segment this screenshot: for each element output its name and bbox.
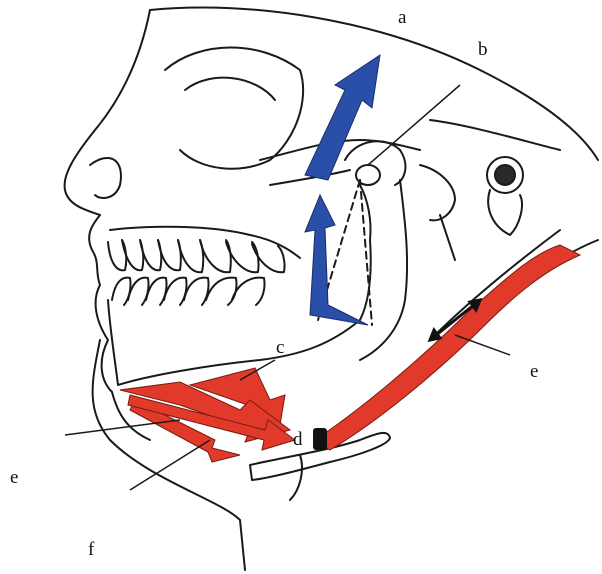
lower-teeth — [112, 278, 265, 305]
ear-canal-inner — [495, 165, 515, 185]
temporalis-arrow-upper — [305, 55, 380, 180]
mastoid — [420, 165, 455, 220]
label-e-right: e — [530, 362, 538, 381]
lower-curve — [290, 455, 302, 500]
label-e-left: e — [10, 468, 18, 487]
nostril — [90, 158, 121, 198]
ear-process — [488, 190, 522, 235]
styloid — [440, 215, 455, 260]
leader-b — [368, 85, 460, 165]
label-b: b — [478, 40, 488, 59]
label-a: a — [398, 8, 406, 27]
label-d: d — [293, 430, 303, 449]
upper-teeth — [108, 240, 285, 272]
orbit-inner — [185, 78, 275, 100]
d-marker — [313, 428, 327, 450]
face-profile — [65, 10, 150, 392]
label-f: f — [88, 540, 94, 559]
digastric-posterior — [315, 245, 580, 450]
orbit — [165, 48, 303, 169]
articular-eminence — [345, 141, 405, 185]
label-c: c — [276, 338, 284, 357]
skull-back — [430, 120, 560, 150]
red-muscles — [120, 245, 580, 462]
